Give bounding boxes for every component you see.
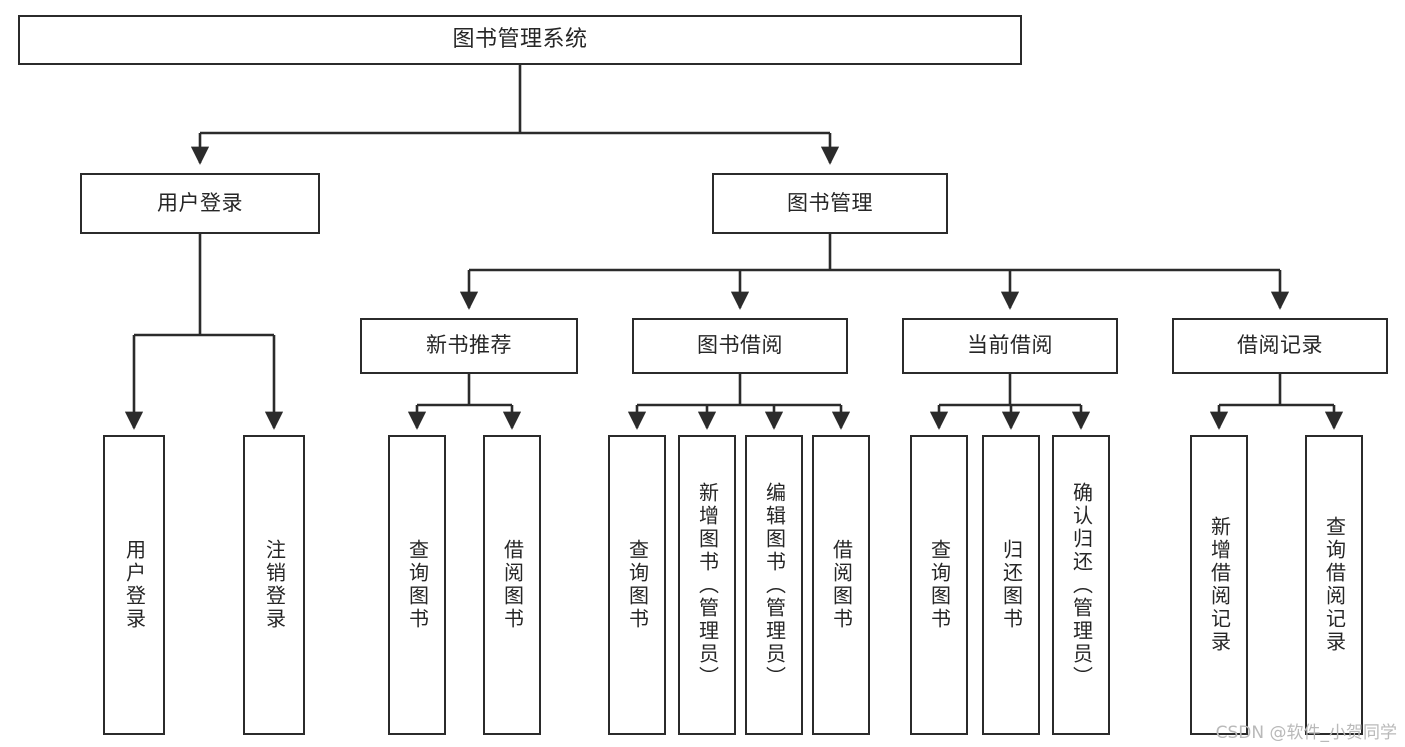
- node-new-book-recommend[interactable]: 新书推荐: [360, 318, 578, 374]
- node-new-book-recommend-label: 新书推荐: [426, 333, 512, 358]
- node-leaf-logout-label: 注销登录: [262, 539, 287, 631]
- node-current-borrow-label: 当前借阅: [967, 333, 1053, 358]
- node-book-borrow[interactable]: 图书借阅: [632, 318, 848, 374]
- node-leaf-add-book-label: 新增图书（管理员）: [695, 481, 720, 689]
- node-leaf-return-book[interactable]: 归还图书: [982, 435, 1040, 735]
- node-leaf-borrow-book-1-label: 借阅图书: [500, 539, 525, 631]
- node-leaf-query-book-1[interactable]: 查询图书: [388, 435, 446, 735]
- node-leaf-return-book-label: 归还图书: [999, 539, 1024, 631]
- node-leaf-user-login-label: 用户登录: [122, 539, 147, 631]
- node-book-management[interactable]: 图书管理: [712, 173, 948, 234]
- node-book-borrow-label: 图书借阅: [697, 333, 783, 358]
- node-leaf-logout[interactable]: 注销登录: [243, 435, 305, 735]
- node-leaf-add-record-label: 新增借阅记录: [1207, 516, 1232, 654]
- node-leaf-user-login[interactable]: 用户登录: [103, 435, 165, 735]
- node-borrow-record[interactable]: 借阅记录: [1172, 318, 1388, 374]
- node-leaf-query-book-2[interactable]: 查询图书: [608, 435, 666, 735]
- node-leaf-borrow-book-1[interactable]: 借阅图书: [483, 435, 541, 735]
- node-leaf-add-record[interactable]: 新增借阅记录: [1190, 435, 1248, 735]
- node-current-borrow[interactable]: 当前借阅: [902, 318, 1118, 374]
- node-leaf-confirm-return[interactable]: 确认归还（管理员）: [1052, 435, 1110, 735]
- csdn-watermark: CSDN @软件_小贺同学: [1215, 723, 1397, 743]
- node-user-login-label: 用户登录: [157, 190, 243, 215]
- node-leaf-query-record-label: 查询借阅记录: [1322, 516, 1347, 654]
- node-leaf-query-book-3[interactable]: 查询图书: [910, 435, 968, 735]
- node-user-login[interactable]: 用户登录: [80, 173, 320, 234]
- node-leaf-borrow-book-2[interactable]: 借阅图书: [812, 435, 870, 735]
- node-leaf-query-record[interactable]: 查询借阅记录: [1305, 435, 1363, 735]
- node-leaf-edit-book[interactable]: 编辑图书（管理员）: [745, 435, 803, 735]
- node-leaf-borrow-book-2-label: 借阅图书: [829, 539, 854, 631]
- node-borrow-record-label: 借阅记录: [1237, 333, 1323, 358]
- node-root-system-label: 图书管理系统: [452, 26, 588, 52]
- node-leaf-edit-book-label: 编辑图书（管理员）: [762, 481, 787, 689]
- node-leaf-confirm-return-label: 确认归还（管理员）: [1069, 481, 1094, 689]
- node-book-management-label: 图书管理: [787, 190, 873, 215]
- node-leaf-query-book-3-label: 查询图书: [927, 539, 952, 631]
- node-leaf-query-book-2-label: 查询图书: [625, 539, 650, 631]
- node-leaf-add-book[interactable]: 新增图书（管理员）: [678, 435, 736, 735]
- node-leaf-query-book-1-label: 查询图书: [405, 539, 430, 631]
- node-root-system[interactable]: 图书管理系统: [18, 15, 1022, 65]
